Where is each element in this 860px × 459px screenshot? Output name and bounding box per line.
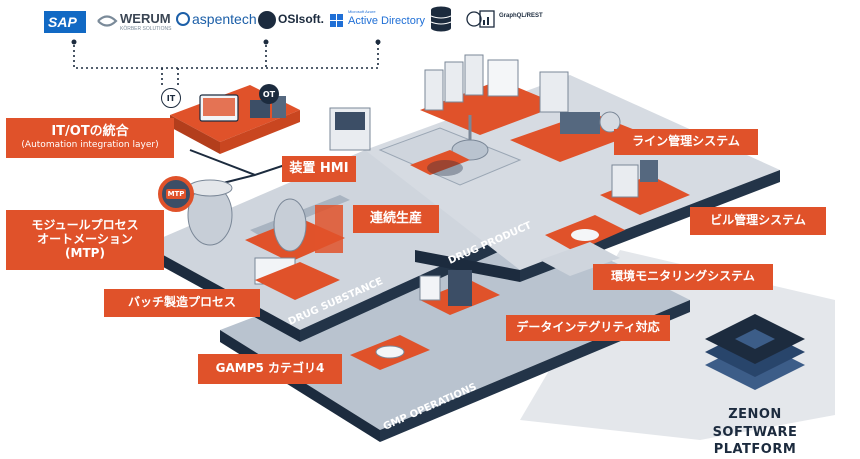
callout-continuous-manufacturing: 連続生産 [353,205,439,233]
callout-mtp: モジュールプロセス オートメーション (MTP) [6,210,164,270]
zenon-platform-title: ZENON SOFTWARE PLATFORM [712,407,798,458]
graphql-rest-logo: GraphQL/REST [466,8,566,30]
aspentech-logo: aspentech [176,9,257,31]
callout-building-management: ビル管理システム [690,207,826,235]
callout-equipment-hmi: 装置 HMI [282,156,356,182]
zenon-platform-logo [705,314,805,390]
aspentech-at-icon [176,12,190,26]
database-icon [430,6,452,32]
callout-gamp5: GAMP5 カテゴリ4 [198,354,342,384]
drug-substance-equipment [187,179,345,300]
osisoft-circle-icon [258,11,276,29]
windows-icon [330,14,343,27]
callout-data-integrity: データインテグリティ対応 [506,315,670,341]
sap-logo: SAP [44,11,86,33]
logo-connector-lines [73,40,379,88]
gmp-operations-equipment [350,242,620,370]
werum-swoosh-icon [97,15,118,27]
callout-environment-monitoring: 環境モニタリングシステム [593,264,773,290]
azure-active-directory-logo: Microsoft Azure Active Directory [330,9,425,33]
callout-batch-process: バッチ製造プロセス [104,289,260,317]
api-chart-icon [466,10,495,28]
werum-logo: WERUM KÖRBER SOLUTIONS [96,8,174,36]
drug-product-equipment [329,54,690,252]
osisoft-logo: OSIsoft. [258,9,324,31]
mtp-badge: MTP [158,176,194,212]
ot-badge: OT [259,84,279,104]
callout-line-management: ライン管理システム [614,129,758,155]
callout-it-ot-integration: IT/OTの統合 (Automation integration layer) [6,118,174,158]
it-badge: IT [161,88,181,108]
